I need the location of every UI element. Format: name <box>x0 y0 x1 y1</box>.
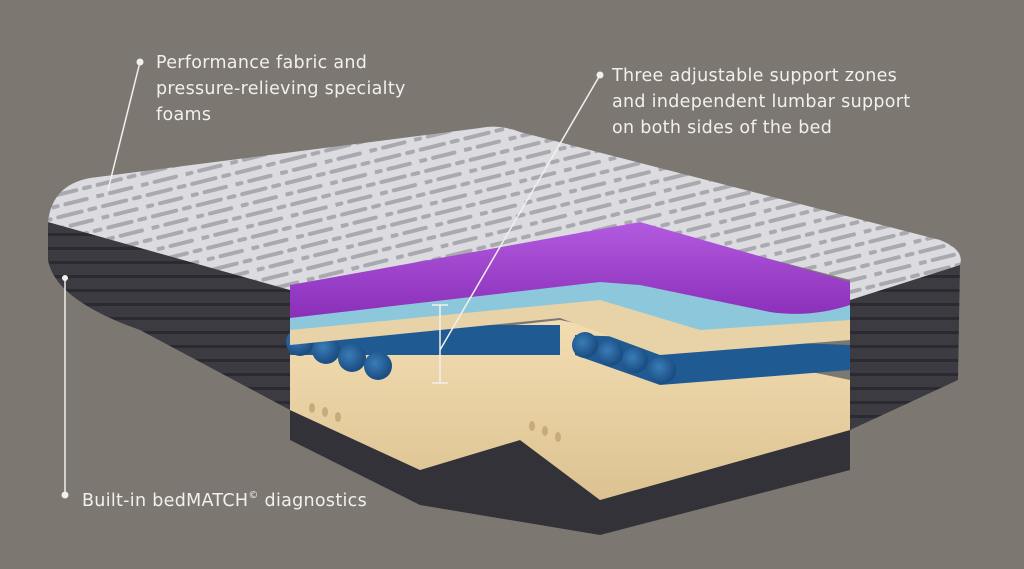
callout-diagnostics: Built-in bedMATCH© diagnostics <box>82 483 367 514</box>
callout-fabric-line-3: foams <box>156 105 212 125</box>
callout-fabric-line-2: pressure-relieving specialty <box>156 79 406 99</box>
callout-lines <box>64 61 601 492</box>
callout-support-zones: Three adjustable support zones and indep… <box>612 63 910 141</box>
copyright-mark: © <box>248 490 259 501</box>
mattress-cover-top <box>48 126 961 301</box>
mattress-side-bottom <box>290 410 850 535</box>
purple-foam-layer <box>290 222 850 318</box>
callout-dots <box>61 58 604 499</box>
callout-diagnostics-suffix: diagnostics <box>258 491 368 511</box>
callout-fabric-foams: Performance fabric and pressure-relievin… <box>156 50 406 128</box>
callout-diagnostics-prefix: Built-in bedMATCH <box>82 491 249 511</box>
callout-zones-line-2: and independent lumbar support <box>612 92 911 112</box>
base-foam-notches <box>309 403 561 442</box>
mattress-side-right <box>850 265 960 430</box>
callout-zones-line-1: Three adjustable support zones <box>612 66 898 86</box>
callout-fabric-line-1: Performance fabric and <box>156 53 368 73</box>
callout-zones-line-3: on both sides of the bed <box>612 118 833 138</box>
mattress-side-left <box>48 222 290 410</box>
